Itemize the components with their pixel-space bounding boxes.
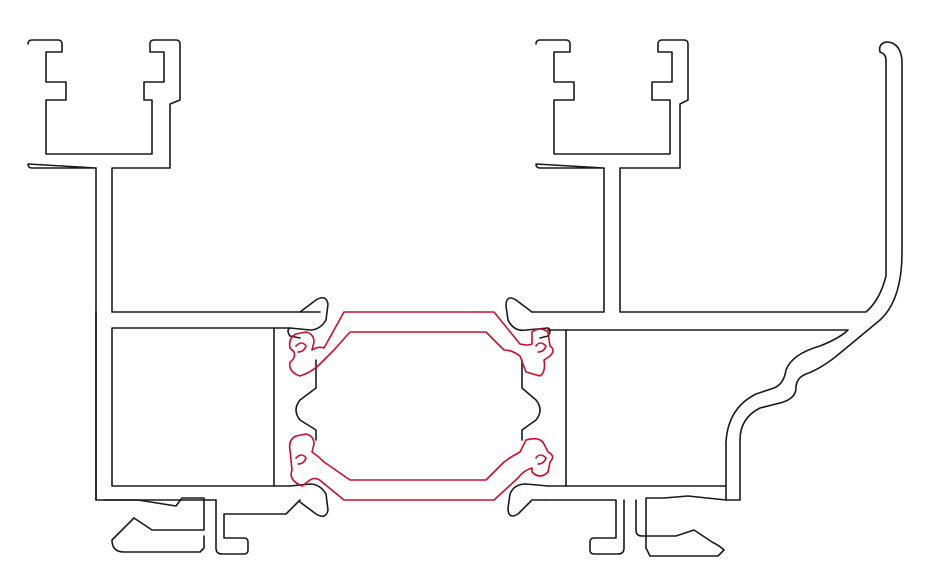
thermal-break-lower-strip bbox=[288, 433, 554, 501]
right-inner-web bbox=[547, 329, 567, 487]
right-aluminium-profile bbox=[505, 39, 903, 557]
right-glazing-channel bbox=[535, 39, 903, 501]
left-upper-hook bbox=[287, 296, 329, 339]
thermal-break-upper-strip bbox=[288, 311, 554, 377]
right-outer-wall bbox=[531, 167, 727, 557]
thermal-break-strips bbox=[288, 311, 554, 501]
right-upper-hook bbox=[505, 297, 551, 339]
right-lower-hook bbox=[507, 483, 549, 517]
left-square-chamber bbox=[111, 327, 275, 487]
left-lower-hook bbox=[289, 483, 329, 518]
left-bottom-foot bbox=[215, 499, 301, 555]
left-aluminium-profile bbox=[27, 39, 329, 555]
left-glazing-channel bbox=[27, 39, 321, 313]
thermal-break-lower-strip-detail bbox=[295, 454, 547, 465]
left-middle-spine bbox=[295, 359, 317, 441]
right-middle-spine bbox=[521, 359, 541, 441]
thermal-break-upper-strip-detail bbox=[295, 342, 547, 353]
left-inner-web bbox=[95, 311, 291, 501]
